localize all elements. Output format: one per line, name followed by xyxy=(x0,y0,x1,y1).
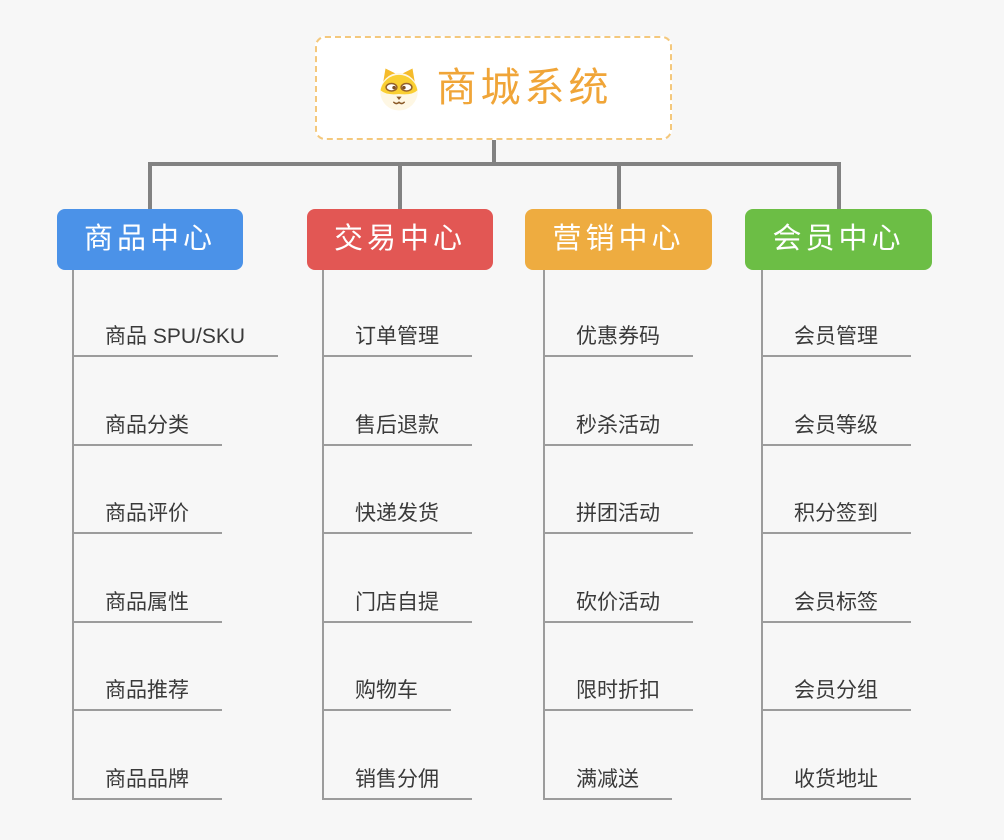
leaf-item[interactable]: 会员标签 xyxy=(761,575,911,623)
leaf-item[interactable]: 会员等级 xyxy=(761,398,911,446)
leaf-item[interactable]: 快递发货 xyxy=(322,486,472,534)
leaf-item[interactable]: 优惠券码 xyxy=(543,309,693,357)
leaf-item[interactable]: 限时折扣 xyxy=(543,663,693,711)
column-line xyxy=(761,270,763,800)
branch-drop-line xyxy=(398,162,402,210)
leaf-item[interactable]: 商品推荐 xyxy=(72,663,222,711)
column-line xyxy=(72,270,74,800)
branch-drop-line xyxy=(148,162,152,210)
dog-face-icon xyxy=(379,68,418,111)
leaf-item[interactable]: 收货地址 xyxy=(761,752,911,800)
branch-label: 会员中心 xyxy=(772,223,905,255)
leaf-item[interactable]: 门店自提 xyxy=(322,575,472,623)
leaf-item[interactable]: 订单管理 xyxy=(322,309,472,357)
column-line xyxy=(322,270,324,800)
leaf-item[interactable]: 商品评价 xyxy=(72,486,222,534)
branch-box-member-center[interactable]: 会员中心 xyxy=(745,209,932,270)
leaf-item[interactable]: 商品 SPU/SKU xyxy=(72,309,279,357)
leaf-item[interactable]: 商品分类 xyxy=(72,398,222,446)
leaf-item[interactable]: 砍价活动 xyxy=(543,575,693,623)
leaf-item[interactable]: 秒杀活动 xyxy=(543,398,693,446)
root-node[interactable]: 商城系统 xyxy=(315,36,672,140)
branch-label: 营销中心 xyxy=(552,223,685,255)
leaf-item[interactable]: 商品品牌 xyxy=(72,752,222,800)
leaf-item[interactable]: 积分签到 xyxy=(761,486,911,534)
leaf-item[interactable]: 满减送 xyxy=(543,752,672,800)
branch-box-trade-center[interactable]: 交易中心 xyxy=(307,209,493,270)
leaf-item[interactable]: 售后退款 xyxy=(322,398,472,446)
root-stub-line xyxy=(492,138,496,164)
leaf-item[interactable]: 购物车 xyxy=(322,663,451,711)
branch-drop-line xyxy=(617,162,621,210)
leaf-item[interactable]: 会员管理 xyxy=(761,309,911,357)
branch-box-marketing-center[interactable]: 营销中心 xyxy=(525,209,712,270)
root-title: 商城系统 xyxy=(436,66,613,110)
leaf-item[interactable]: 商品属性 xyxy=(72,575,222,623)
leaf-item[interactable]: 拼团活动 xyxy=(543,486,693,534)
branch-rail-line xyxy=(148,162,841,166)
branch-drop-line xyxy=(837,162,841,210)
branch-label: 商品中心 xyxy=(83,223,216,255)
branch-label: 交易中心 xyxy=(333,223,466,255)
column-line xyxy=(543,270,545,800)
leaf-item[interactable]: 销售分佣 xyxy=(322,752,472,800)
leaf-item[interactable]: 会员分组 xyxy=(761,663,911,711)
branch-box-goods-center[interactable]: 商品中心 xyxy=(57,209,243,270)
